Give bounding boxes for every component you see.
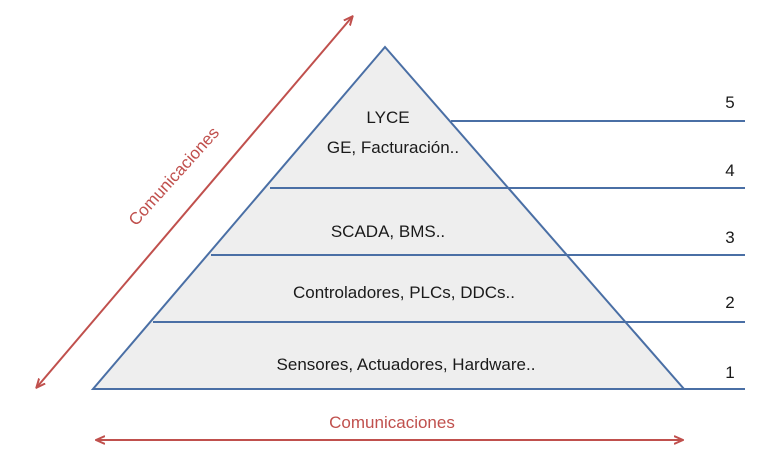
horizontal-communications-label: Comunicaciones xyxy=(329,413,455,432)
level-number-4: 4 xyxy=(725,161,734,180)
diagonal-communications-arrow xyxy=(37,17,352,387)
layer-label-2: Controladores, PLCs, DDCs.. xyxy=(293,283,515,302)
level-number-5: 5 xyxy=(725,93,734,112)
layer-label-1: Sensores, Actuadores, Hardware.. xyxy=(277,355,536,374)
level-number-2: 2 xyxy=(725,293,734,312)
level-number-1: 1 xyxy=(725,363,734,382)
layer-label-4: GE, Facturación.. xyxy=(327,138,459,157)
layer-label-5: LYCE xyxy=(366,108,409,127)
diagonal-communications-label: Comunicaciones xyxy=(125,123,223,229)
level-number-3: 3 xyxy=(725,228,734,247)
layer-label-3: SCADA, BMS.. xyxy=(331,222,445,241)
